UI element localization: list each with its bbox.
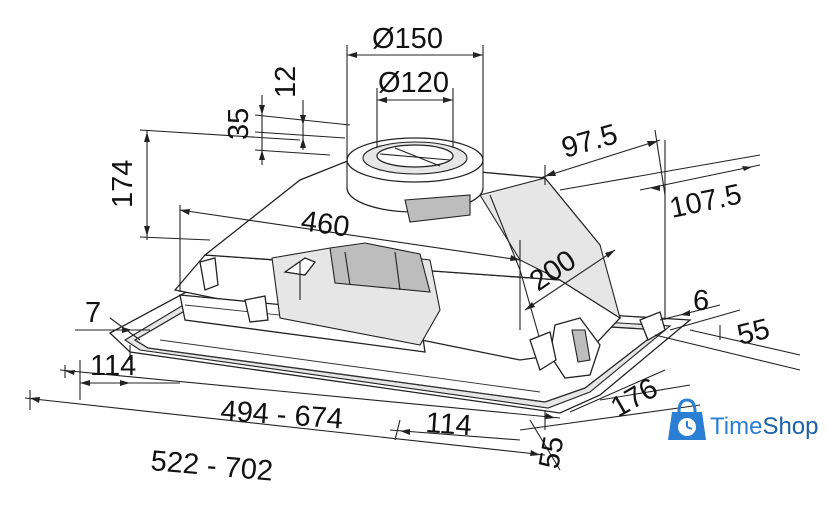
logo-text-shop: Shop: [762, 413, 818, 440]
dim-height-174: 174: [107, 160, 139, 208]
dim-diameter-120: Ø120: [378, 67, 449, 99]
timeshop-logo: TimeShop: [668, 398, 819, 440]
svg-text:TimeShop: TimeShop: [710, 413, 819, 440]
dim-107-5: 107.5: [667, 178, 745, 224]
dim-diameter-150: Ø150: [372, 23, 443, 55]
shopping-bag-clock-icon: [668, 398, 706, 440]
dimension-lines: [24, 45, 801, 471]
dim-7: 7: [85, 297, 101, 329]
dim-55-right: 55: [734, 313, 773, 352]
dim-522-702: 522 - 702: [149, 445, 274, 488]
dim-height-35: 35: [223, 108, 255, 140]
dim-494-674: 494 - 674: [220, 395, 344, 435]
dim-55-bottom: 55: [533, 434, 570, 471]
dim-height-12: 12: [270, 66, 302, 98]
dim-114-right: 114: [425, 407, 473, 442]
dim-6: 6: [693, 285, 709, 317]
logo-text-time: Time: [710, 413, 762, 440]
dim-114-left: 114: [90, 350, 136, 382]
hood-body: [108, 137, 692, 414]
dim-97-5: 97.5: [558, 118, 621, 164]
dim-width-460: 460: [299, 205, 351, 243]
